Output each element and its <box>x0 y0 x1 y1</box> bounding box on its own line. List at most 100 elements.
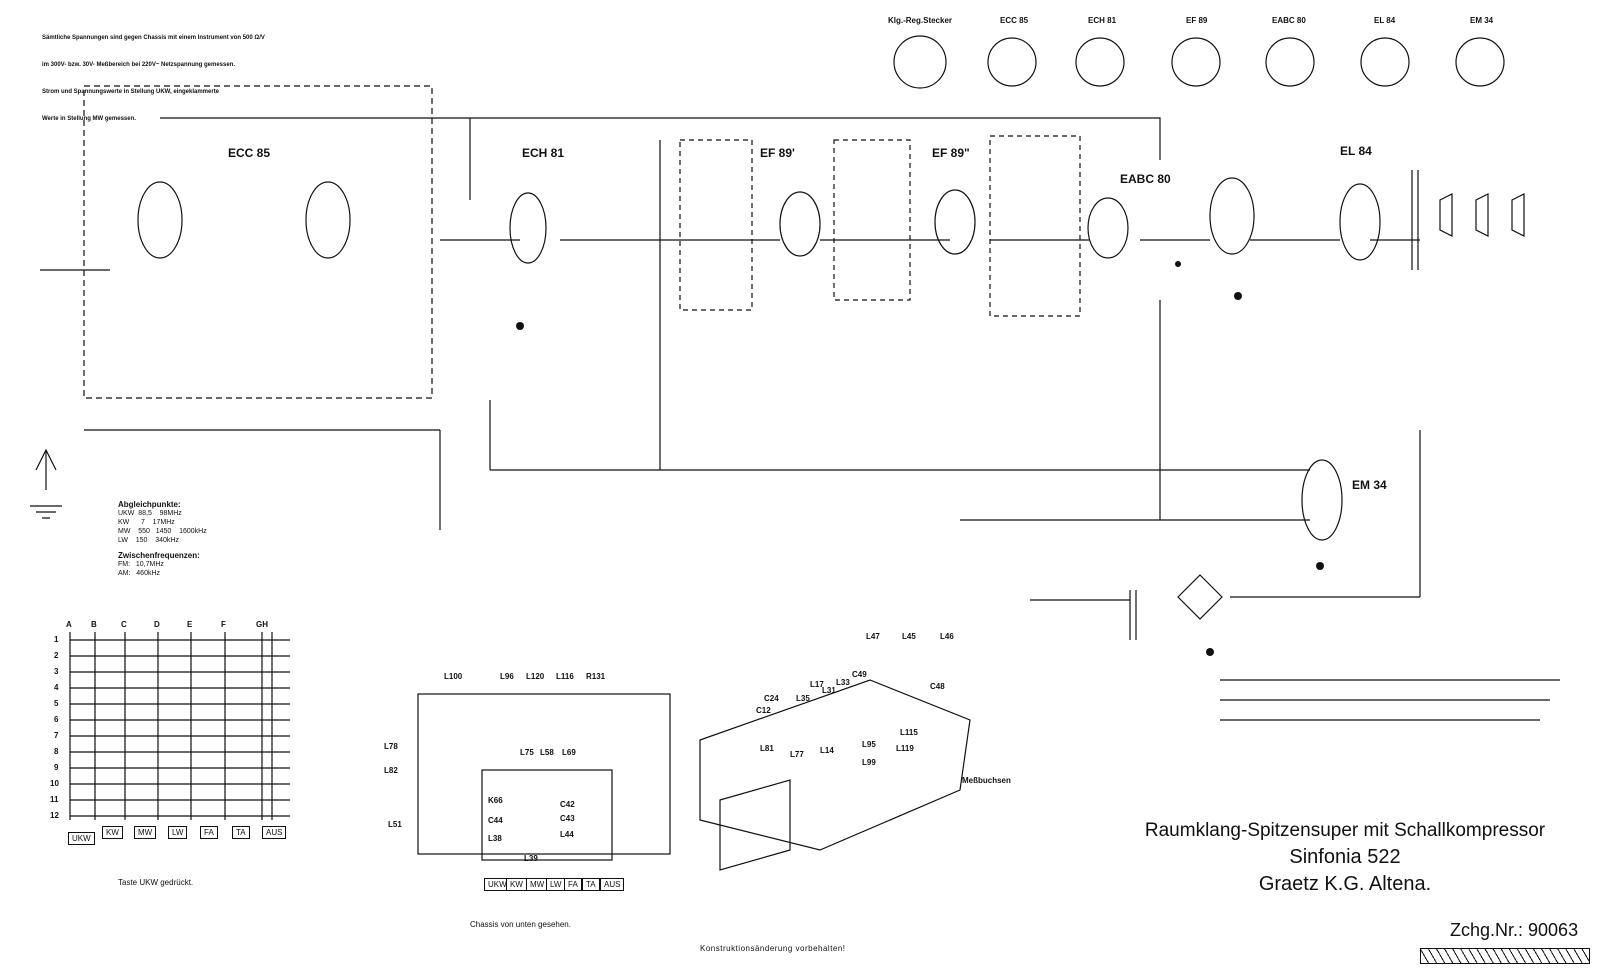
socket-label: EL 84 <box>1374 16 1396 25</box>
title-line-1: Raumklang-Spitzensuper mit Schallkompres… <box>1144 820 1546 841</box>
drawing-number: Zchg.Nr.: 90063 <box>1450 920 1579 940</box>
perspective-label: L99 <box>862 758 876 767</box>
title-hatch <box>1420 948 1590 964</box>
matrix-row-label: 4 <box>54 683 59 692</box>
ecc85-tube-a <box>137 181 183 259</box>
perspective-label: C12 <box>756 706 771 715</box>
tube-label: EL 84 <box>1340 144 1372 158</box>
note-line-2: im 300V- bzw. 30V- Meßbereich bei 220V~ … <box>42 62 236 68</box>
key-mw: MW <box>134 826 157 839</box>
chassis-label: L120 <box>526 672 545 681</box>
chassis-key-lw: LW <box>546 878 566 891</box>
ecc85-tube-b <box>305 181 351 259</box>
matrix-row-label: 10 <box>50 779 59 788</box>
perspective-label: Meßbuchsen <box>962 776 1011 785</box>
note-line-3: Strom und Spannungswerte in Stellung UKW… <box>42 89 220 95</box>
switch-matrix-grid <box>69 632 290 820</box>
matrix-column-label: E <box>187 620 193 629</box>
perspective-label: L17 <box>810 680 824 689</box>
key-ta: TA <box>232 826 250 839</box>
matrix-column-label: GH <box>256 620 268 629</box>
if-row: FM: 10,7MHz <box>118 561 164 568</box>
if-filter-box-1 <box>679 139 753 311</box>
matrix-column-label: A <box>66 620 72 629</box>
alignment-row: MW 550 1450 1600kHz <box>118 528 207 535</box>
perspective-label: C24 <box>764 694 779 703</box>
perspective-label: L47 <box>866 632 880 641</box>
chassis-panel <box>417 693 671 855</box>
tube-label: EF 89' <box>760 146 795 160</box>
socket-label: EABC 80 <box>1272 16 1306 25</box>
chassis-label: L58 <box>540 748 554 757</box>
key-kw: KW <box>102 826 123 839</box>
b-plus-rail <box>160 117 1161 160</box>
if-filter-box-3 <box>989 135 1081 317</box>
chassis-label: L51 <box>388 820 402 829</box>
title-line-3: Graetz K.G. Altena. <box>1258 873 1432 895</box>
perspective-label: L33 <box>836 678 850 687</box>
socket-diagrams <box>893 35 1505 89</box>
key-fa: FA <box>200 826 218 839</box>
chassis-key-mw: MW <box>526 878 549 891</box>
tube-label: ECC 85 <box>228 146 271 160</box>
perspective-label: L35 <box>796 694 810 703</box>
socket-label: ECH 81 <box>1088 16 1117 25</box>
socket-label: Klg.-Reg.Stecker <box>888 16 953 25</box>
matrix-column-label: B <box>91 620 97 629</box>
chassis-label: L116 <box>556 672 574 681</box>
chassis-label: K66 <box>488 796 503 805</box>
em34-tube <box>1301 459 1343 541</box>
matrix-row-label: 6 <box>54 715 59 724</box>
footer-note: Konstruktionsänderung vorbehalten! <box>700 944 846 953</box>
tube-label: EM 34 <box>1352 478 1387 492</box>
chassis-label: L82 <box>384 766 398 775</box>
tube-label: EABC 80 <box>1120 172 1171 186</box>
matrix-row-label: 1 <box>54 635 59 644</box>
title-line-2: Sinfonia 522 <box>1289 846 1401 868</box>
chassis-label: L75 <box>520 748 534 757</box>
chassis-key-kw: KW <box>506 878 527 891</box>
matrix-row-label: 3 <box>54 667 59 676</box>
tube-label: EF 89" <box>932 146 970 160</box>
perspective-label: C49 <box>852 670 867 679</box>
alignment-row: UKW 88,5 98MHz <box>118 510 182 517</box>
alignment-row: LW 150 340kHz <box>118 537 179 544</box>
if-filter-box-2 <box>833 139 911 301</box>
chassis-label: C43 <box>560 814 575 823</box>
perspective-label: L81 <box>760 744 774 753</box>
tuner-shield-box <box>83 85 433 399</box>
key-ukw: UKW <box>68 832 95 845</box>
perspective-label: L115 <box>900 728 918 737</box>
matrix-row-label: 7 <box>54 731 59 740</box>
chassis-key-ta: TA <box>582 878 600 891</box>
perspective-label: L14 <box>820 746 834 755</box>
chassis-label: C44 <box>488 816 503 825</box>
alignment-heading: Abgleichpunkte: <box>118 500 181 509</box>
chassis-label: L38 <box>488 834 502 843</box>
chassis-label: L39 <box>524 854 538 863</box>
perspective-label: C48 <box>930 682 945 691</box>
matrix-row-label: 11 <box>50 795 59 804</box>
chassis-caption: Chassis von unten gesehen. <box>470 920 571 929</box>
matrix-row-label: 9 <box>54 763 59 772</box>
ef89-tube-2 <box>934 189 976 255</box>
if-heading: Zwischenfrequenzen: <box>118 551 200 560</box>
matrix-column-label: C <box>121 620 127 629</box>
chassis-label: L69 <box>562 748 576 757</box>
key-aus: AUS <box>262 826 287 839</box>
matrix-column-label: F <box>221 620 226 629</box>
perspective-label: L31 <box>822 686 836 695</box>
measurement-note: Sämtliche Spannungen sind gegen Chassis … <box>42 16 265 142</box>
matrix-row-label: 5 <box>54 699 59 708</box>
matrix-caption: Taste UKW gedrückt. <box>118 878 194 887</box>
matrix-row-label: 2 <box>54 651 59 660</box>
socket-label: EM 34 <box>1470 16 1494 25</box>
tube-label: ECH 81 <box>522 146 565 160</box>
perspective-label: L45 <box>902 632 916 641</box>
note-line-1: Sämtliche Spannungen sind gegen Chassis … <box>42 35 265 41</box>
alignment-row: KW 7 17MHz <box>118 519 175 526</box>
eabc80-tube <box>1087 197 1129 259</box>
chassis-label: R131 <box>586 672 606 681</box>
chassis-label: C42 <box>560 800 575 809</box>
